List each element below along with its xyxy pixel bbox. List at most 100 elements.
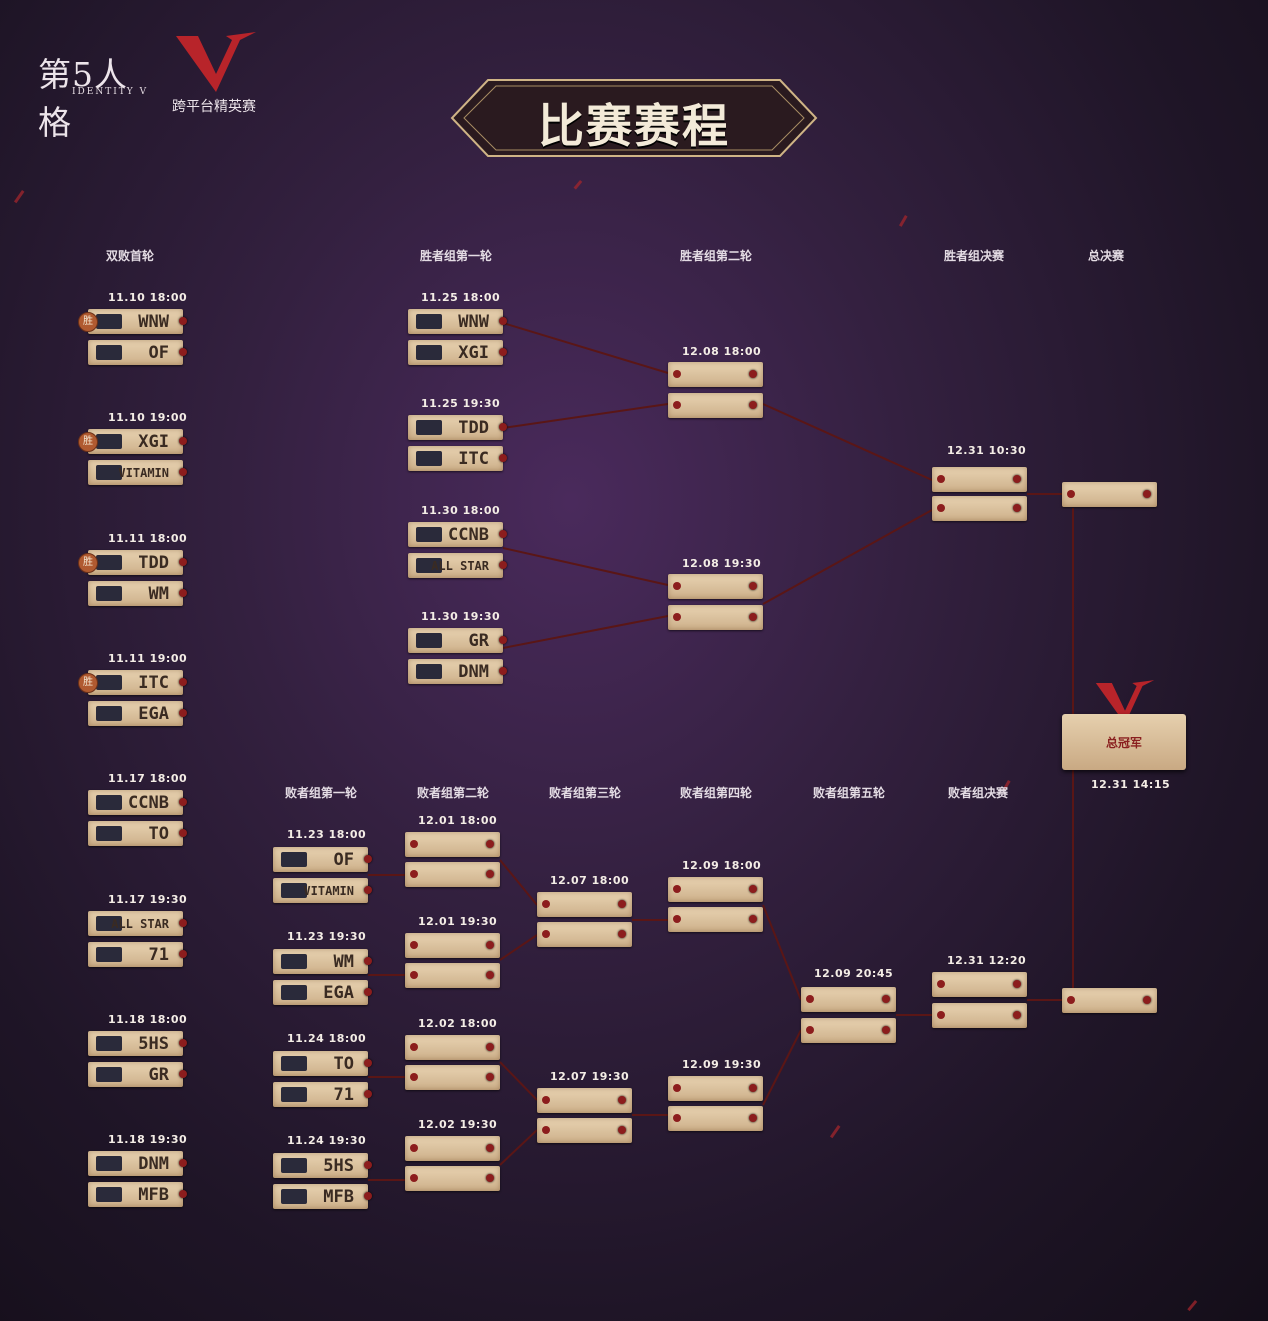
match-slot[interactable]: [537, 1118, 632, 1143]
team-name: TDD: [458, 418, 489, 438]
team-name: TO: [333, 1054, 354, 1074]
match-time: 12.02 19:30: [418, 1118, 498, 1131]
match-slot[interactable]: [405, 1035, 500, 1060]
rose-icon: [1013, 504, 1021, 512]
match-slot[interactable]: [668, 605, 763, 630]
team-card[interactable]: GR: [88, 1062, 187, 1087]
team-card[interactable]: MFB: [273, 1184, 372, 1209]
match-slot[interactable]: [537, 1088, 632, 1113]
team-card[interactable]: TO: [88, 821, 187, 846]
match-time: 11.17 18:00: [108, 772, 188, 785]
team-card[interactable]: WM: [88, 581, 187, 606]
match-slot[interactable]: [668, 393, 763, 418]
team-card[interactable]: OF: [88, 340, 187, 365]
match-slot[interactable]: [1062, 482, 1157, 507]
match-slot[interactable]: [537, 922, 632, 947]
rose-icon: [673, 915, 681, 923]
team-card[interactable]: CCNB: [88, 790, 187, 815]
rose-icon: [410, 1043, 418, 1051]
team-card[interactable]: CCNB: [408, 522, 507, 547]
rose-icon: [618, 1126, 626, 1134]
match-slot[interactable]: [405, 1136, 500, 1161]
match-time: 12.07 18:00: [550, 874, 630, 887]
match-time: 11.17 19:30: [108, 893, 188, 906]
team-card[interactable]: ITC: [408, 446, 507, 471]
team-card[interactable]: WNW: [88, 309, 187, 334]
match-slot[interactable]: [405, 832, 500, 857]
team-card[interactable]: DNM: [408, 659, 507, 684]
team-card[interactable]: 71: [273, 1082, 372, 1107]
team-card[interactable]: OF: [273, 847, 372, 872]
team-card[interactable]: TDD: [408, 415, 507, 440]
match-slot[interactable]: [668, 1076, 763, 1101]
match-time: 12.31 10:30: [947, 444, 1027, 457]
match-slot[interactable]: [932, 467, 1027, 492]
team-card[interactable]: ITC: [88, 670, 187, 695]
col-winners-r1: 胜者组第一轮: [419, 249, 492, 263]
match-slot[interactable]: [668, 1106, 763, 1131]
team-card[interactable]: MFB: [88, 1182, 187, 1207]
rose-icon: [410, 971, 418, 979]
team-card[interactable]: VITAMIN: [273, 878, 372, 903]
match-slot[interactable]: [405, 1065, 500, 1090]
rose-icon: [179, 437, 187, 445]
match-slot[interactable]: [932, 496, 1027, 521]
rose-icon: [542, 1096, 550, 1104]
team-card[interactable]: ALL STAR: [88, 911, 187, 936]
rose-icon: [410, 1073, 418, 1081]
team-card[interactable]: DNM: [88, 1151, 187, 1176]
team-card[interactable]: TDD: [88, 550, 187, 575]
match-slot[interactable]: [1062, 988, 1157, 1013]
match-slot[interactable]: [801, 987, 896, 1012]
match-slot[interactable]: [932, 972, 1027, 997]
rose-icon: [542, 900, 550, 908]
rose-icon: [1067, 490, 1075, 498]
team-card[interactable]: XGI: [408, 340, 507, 365]
match-time: 12.02 18:00: [418, 1017, 498, 1030]
team-name: ITC: [458, 449, 489, 469]
match-time: 12.08 18:00: [682, 345, 762, 358]
match-slot[interactable]: [932, 1003, 1027, 1028]
rose-icon: [1013, 475, 1021, 483]
col-losers-r3: 败者组第三轮: [548, 786, 621, 800]
match-slot[interactable]: [405, 963, 500, 988]
team-logo-icon: [96, 434, 122, 449]
match-slot[interactable]: [405, 862, 500, 887]
match-slot[interactable]: [668, 574, 763, 599]
team-card[interactable]: TO: [273, 1051, 372, 1076]
team-card[interactable]: 5HS: [273, 1153, 372, 1178]
team-card[interactable]: GR: [408, 628, 507, 653]
match-slot[interactable]: [668, 362, 763, 387]
rose-icon: [179, 919, 187, 927]
match-slot[interactable]: [405, 1166, 500, 1191]
team-card[interactable]: VITAMIN: [88, 460, 187, 485]
team-logo-icon: [96, 826, 122, 841]
match-time: 12.09 20:45: [814, 967, 894, 980]
rose-icon: [179, 950, 187, 958]
rose-icon: [1067, 996, 1075, 1004]
match-slot[interactable]: [668, 877, 763, 902]
team-card[interactable]: 5HS: [88, 1031, 187, 1056]
rose-icon: [937, 475, 945, 483]
champion-time: 12.31 14:15: [1091, 778, 1171, 791]
team-card[interactable]: XGI: [88, 429, 187, 454]
match-slot[interactable]: [405, 933, 500, 958]
logo-text-main: 第5人格: [38, 55, 128, 142]
match-time: 11.24 19:30: [287, 1134, 367, 1147]
team-card[interactable]: 71: [88, 942, 187, 967]
team-card[interactable]: WNW: [408, 309, 507, 334]
champion-card[interactable]: 总冠军: [1062, 714, 1186, 770]
match-time: 12.08 19:30: [682, 557, 762, 570]
team-logo-icon: [96, 555, 122, 570]
team-card[interactable]: ALL STAR: [408, 553, 507, 578]
team-card[interactable]: WM: [273, 949, 372, 974]
match-slot[interactable]: [537, 892, 632, 917]
match-slot[interactable]: [801, 1018, 896, 1043]
match-slot[interactable]: [668, 907, 763, 932]
team-name: ALL STAR: [111, 917, 169, 931]
match-time: 12.31 12:20: [947, 954, 1027, 967]
team-card[interactable]: EGA: [273, 980, 372, 1005]
team-card[interactable]: EGA: [88, 701, 187, 726]
team-logo-icon: [416, 345, 442, 360]
